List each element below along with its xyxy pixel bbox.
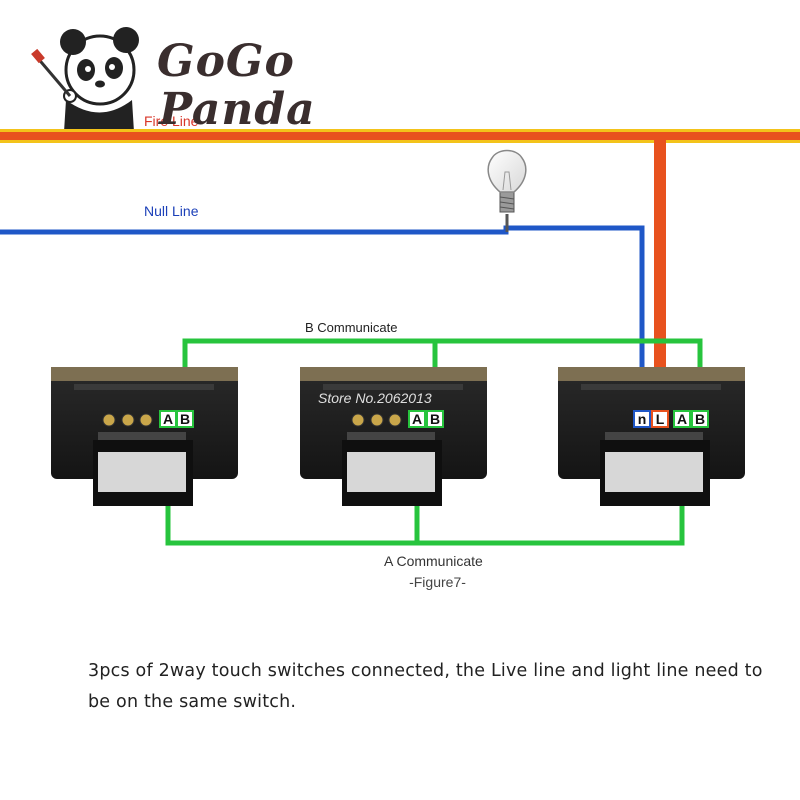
brand-wordmark: GoGo Panda: [157, 38, 316, 134]
terminal-b-label: B: [180, 411, 190, 427]
terminal-b-label: B: [695, 411, 705, 427]
fire-line-wire: [0, 129, 800, 428]
a-communicate-label: A Communicate: [384, 553, 483, 569]
store-watermark: Store No.2062013: [318, 390, 432, 406]
fire-line-label: Fire Line: [144, 113, 199, 129]
panda-logo-icon: [31, 27, 139, 132]
null-line-label: Null Line: [144, 203, 199, 219]
terminal-l-label: L: [656, 411, 665, 427]
terminal-a-label: A: [163, 411, 173, 427]
light-bulb-icon: [487, 149, 527, 232]
caption-text: 3pcs of 2way touch switches connected, t…: [88, 661, 763, 712]
brand-line-1: GoGo: [157, 36, 295, 87]
touch-switch-2: Store No.2062013: [300, 367, 487, 506]
brand-line-2: Panda: [159, 84, 316, 135]
switch-2-terminals: A B: [408, 410, 444, 428]
touch-switch-1: [51, 367, 238, 506]
figure-label: -Figure7-: [409, 574, 466, 590]
touch-switch-3: [558, 367, 745, 506]
terminal-b-label: B: [430, 411, 440, 427]
switch-1-terminals: A B: [159, 410, 194, 428]
terminal-n-label: n: [638, 411, 647, 427]
switch-3-terminals: n L A B: [633, 410, 709, 428]
b-communicate-label: B Communicate: [305, 320, 397, 335]
terminal-a-label: A: [677, 411, 687, 427]
terminal-a-label: A: [412, 411, 422, 427]
